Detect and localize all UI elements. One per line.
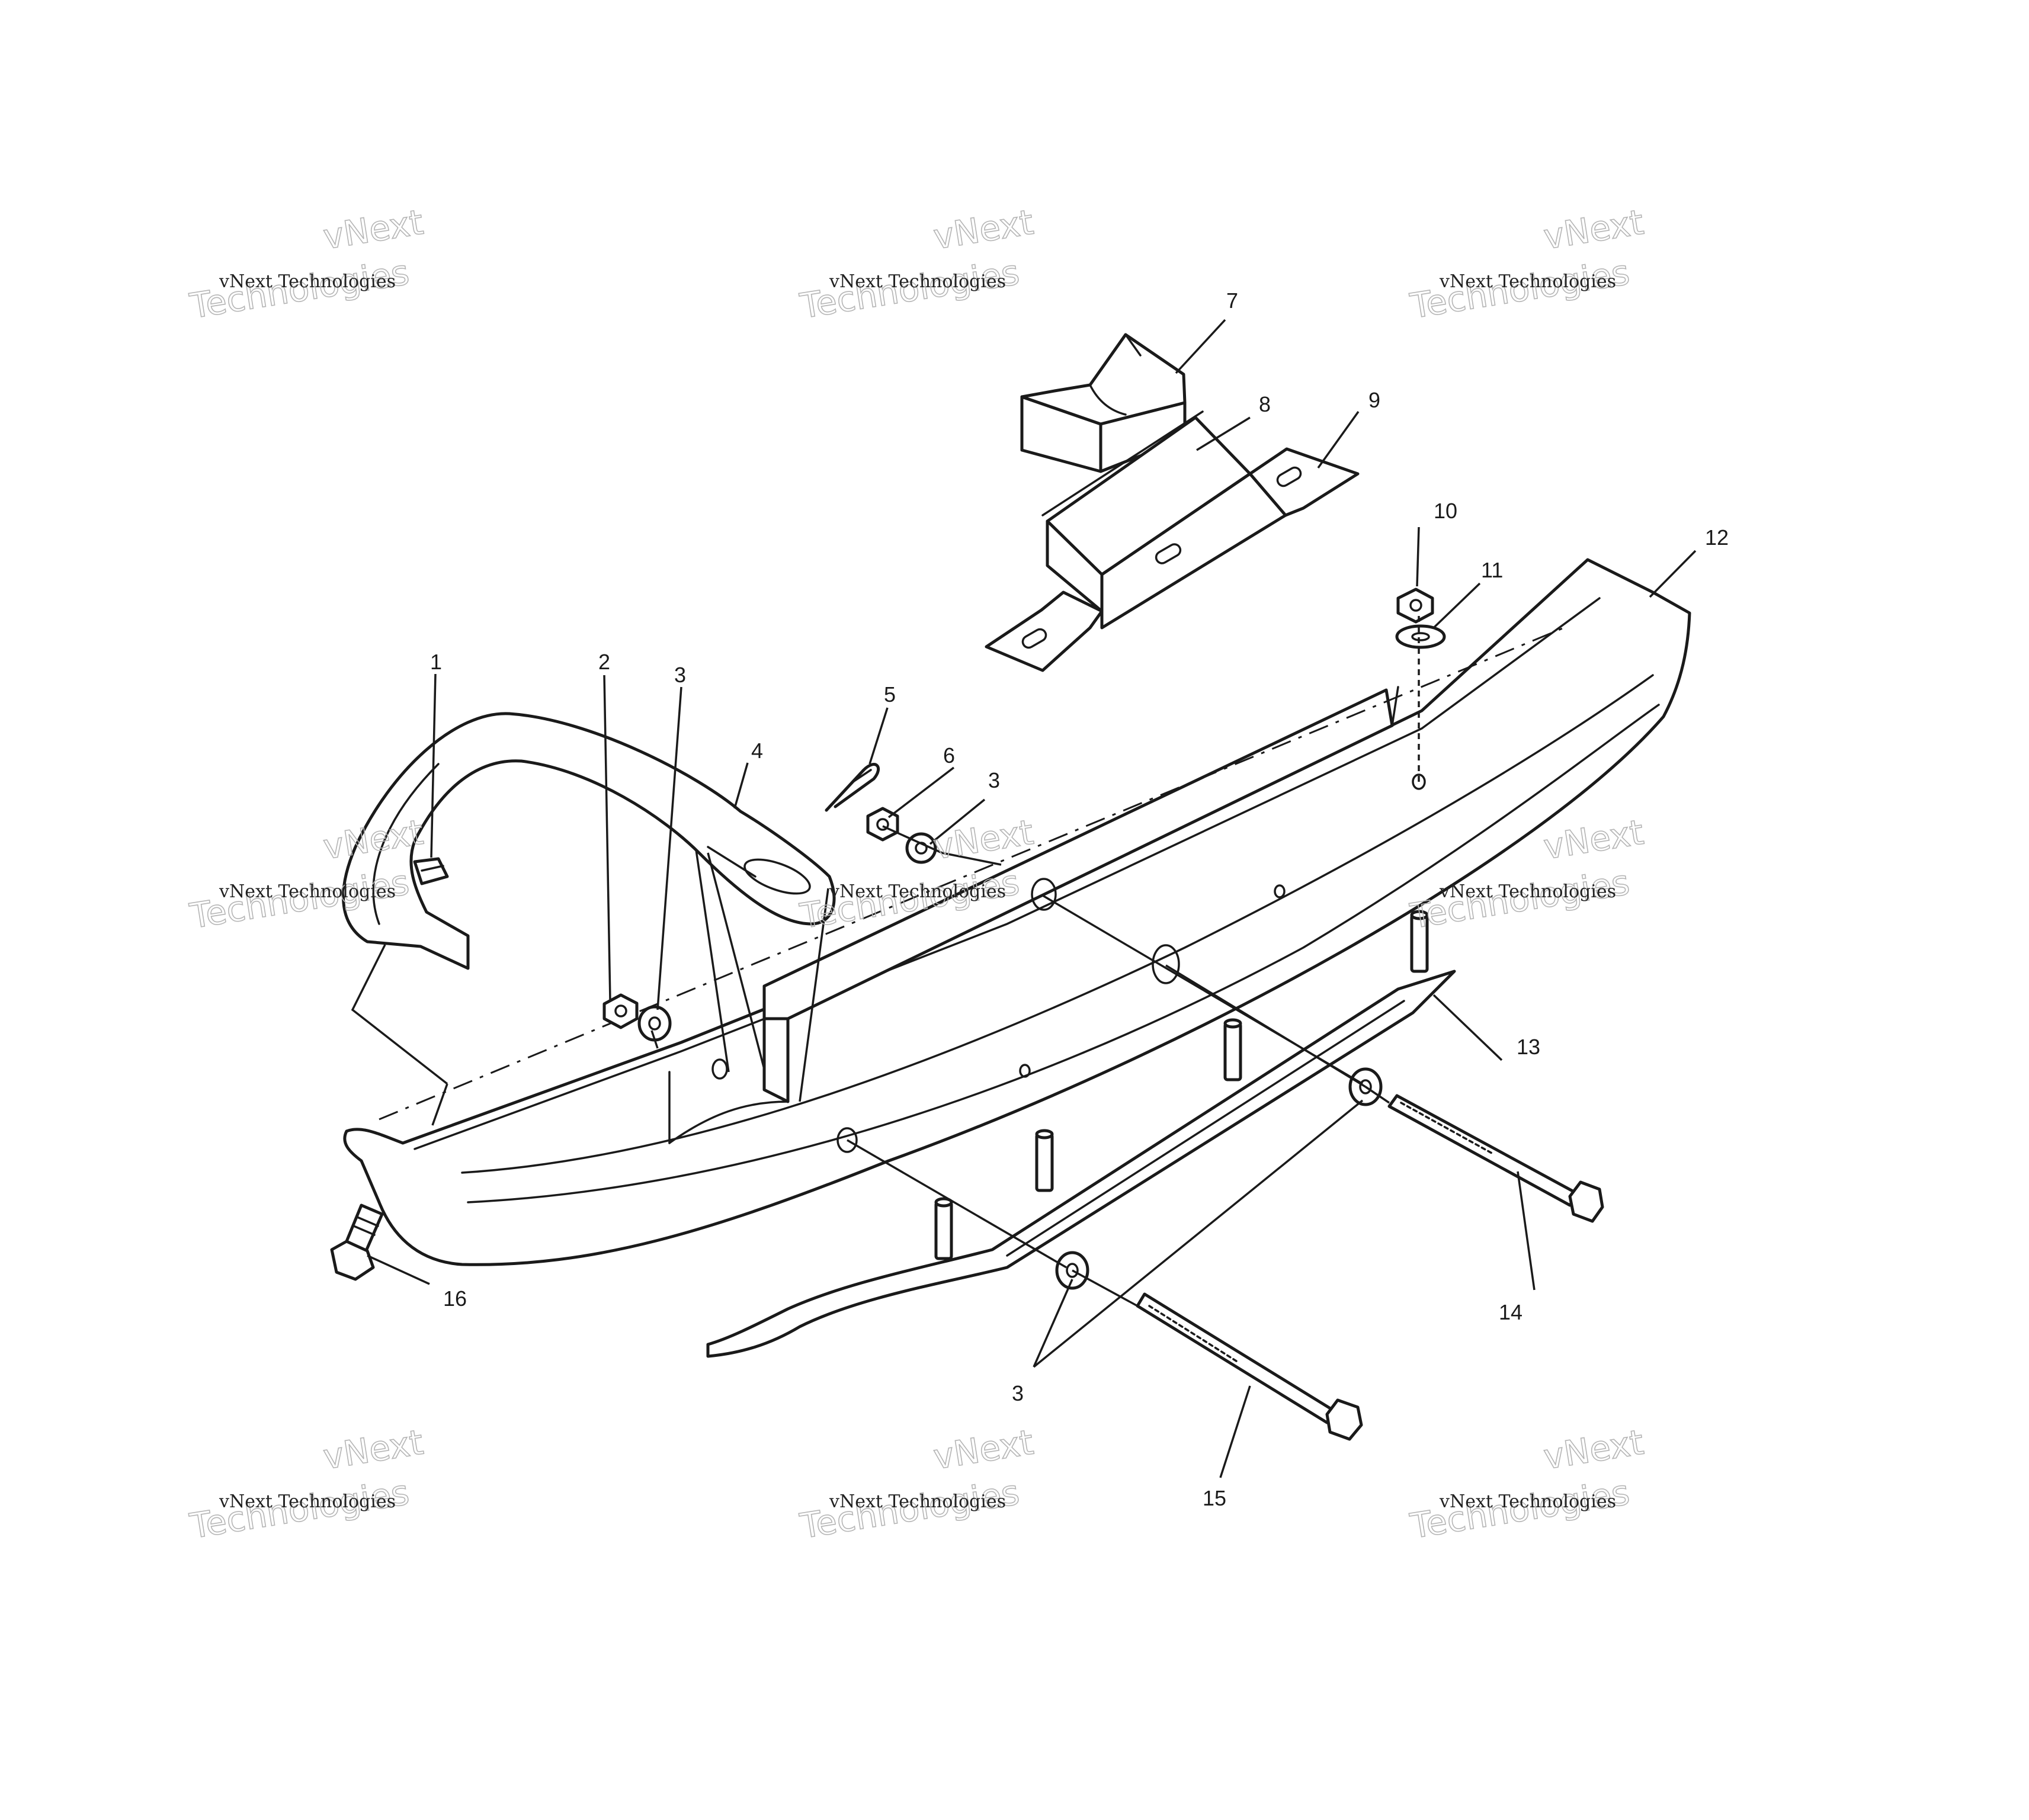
watermark: vNext Technologies vNext Technologies [797,1421,1037,1547]
callout-2: 2 [598,650,610,674]
svg-text:vNext: vNext [1541,1422,1646,1478]
part-3-washer-upper-left [637,1005,672,1042]
callout-13: 13 [1517,1035,1540,1059]
svg-text:vNext: vNext [320,202,426,258]
part-14-bolt [1387,1094,1604,1223]
callout-6: 6 [943,743,955,768]
callout-11: 11 [1481,558,1503,582]
part-8-channel-plate [1041,410,1287,630]
svg-text:vNext Technologies: vNext Technologies [219,881,396,902]
part-7-bumper-block [1020,333,1187,473]
part-15-bolt [1136,1292,1363,1441]
callout-7: 7 [1226,288,1238,313]
part-11-washer [1395,624,1446,649]
part-2-nut [602,993,639,1029]
svg-text:vNext Technologies: vNext Technologies [1439,1491,1616,1512]
svg-text:vNext Technologies: vNext Technologies [829,1491,1006,1512]
part-10-nut [1396,588,1434,624]
callout-3-lower: 3 [1012,1381,1024,1405]
svg-text:vNext: vNext [931,812,1036,868]
svg-text:vNext Technologies: vNext Technologies [829,271,1006,292]
svg-text:vNext Technologies: vNext Technologies [219,1491,396,1512]
part-4-ski-loop [342,712,836,970]
svg-text:vNext: vNext [931,1422,1036,1478]
callout-16: 16 [443,1286,467,1311]
watermark: vNext Technologies vNext Technologies [797,201,1037,327]
svg-text:vNext Technologies: vNext Technologies [829,881,1006,902]
svg-text:vNext: vNext [931,202,1036,258]
callout-5: 5 [884,682,896,707]
callout-14: 14 [1499,1300,1522,1324]
svg-text:vNext Technologies: vNext Technologies [219,271,396,292]
assembly-lines [351,616,1420,1307]
svg-text:vNext Technologies: vNext Technologies [1439,881,1616,902]
watermark: vNext Technologies vNext Technologies [187,201,427,327]
part-16-bolt [330,1203,384,1281]
svg-text:vNext: vNext [1541,202,1646,258]
part-9-base-bracket [985,447,1360,672]
callout-3-upper-left: 3 [674,663,686,687]
svg-text:vNext Technologies: vNext Technologies [1439,271,1616,292]
callout-labels: 1 2 3 4 5 6 3 7 8 9 10 11 12 13 14 15 16… [430,288,1729,1510]
part-5-cotter-pin [825,763,880,812]
part-1-plug [413,857,449,885]
callout-3-upper: 3 [988,768,1000,792]
callout-4: 4 [751,739,763,763]
svg-text:vNext: vNext [1541,812,1646,868]
callout-10: 10 [1434,499,1457,523]
callout-leaders [367,319,1697,1478]
callout-15: 15 [1203,1486,1226,1510]
part-13-wear-bar [706,910,1456,1358]
wear-bar-studs [934,910,1429,1260]
part-12-ski [343,558,1691,1266]
callout-8: 8 [1259,392,1271,416]
watermark: vNext Technologies vNext Technologies [1407,1421,1647,1547]
svg-text:vNext: vNext [320,1422,426,1478]
watermark: vNext Technologies vNext Technologies [187,1421,427,1547]
callout-12: 12 [1705,525,1729,550]
callout-1: 1 [430,650,442,674]
watermark: vNext Technologies vNext Technologies [1407,201,1647,327]
callout-9: 9 [1368,388,1380,412]
